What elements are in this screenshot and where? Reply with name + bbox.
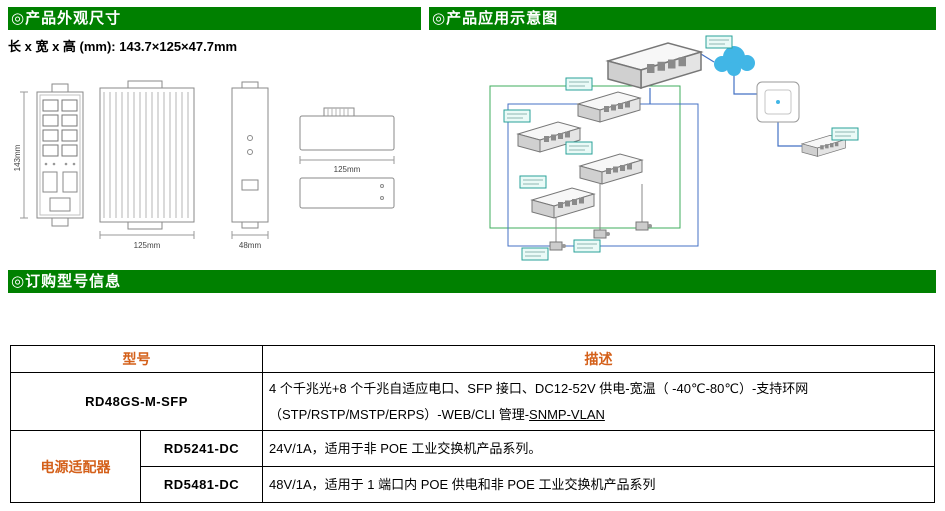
device-label-chip	[565, 77, 593, 91]
model-desc-line1: 4 个千兆光+8 个千兆自适应电口、SFP 接口、DC12-52V 供电-宽温（…	[269, 380, 809, 396]
dim-top-width-label: 125mm	[334, 165, 361, 174]
section-header-ordering: ◎订购型号信息	[8, 270, 936, 293]
device-label-chip	[573, 239, 601, 253]
edge-switch-3d	[579, 153, 643, 185]
ordering-table: 型号 描述 RD48GS-M-SFP 4 个千兆光+8 个千兆自适应电口、SFP…	[10, 345, 935, 503]
device-label-chip	[831, 127, 859, 141]
depth-dimension	[99, 231, 195, 239]
dimensions-text: 长 x 宽 x 高 (mm): 143.7×125×47.7mm	[8, 39, 238, 54]
ip-camera-icon	[593, 229, 611, 239]
ip-camera-icon	[635, 221, 653, 231]
section-title-ordering: ◎订购型号信息	[11, 273, 122, 290]
front-view-drawing: 143mm	[13, 83, 84, 227]
side-view-drawing: 125mm	[99, 80, 195, 250]
core-switch-3d	[607, 42, 702, 89]
device-label-chip	[705, 35, 733, 49]
dim-depth-label: 125mm	[134, 241, 161, 250]
uplink-lines	[649, 53, 802, 147]
description-cell: 4 个千兆光+8 个千兆自适应电口、SFP 接口、DC12-52V 供电-宽温（…	[262, 372, 935, 431]
end-view-drawing: 48mm	[231, 81, 269, 250]
section-title-application: ◎产品应用示意图	[432, 10, 559, 27]
section-title-appearance: ◎产品外观尺寸	[11, 10, 122, 27]
height-dimension	[20, 91, 28, 219]
technical-drawings: 143mm 125mm	[13, 80, 395, 250]
section-header-appearance: ◎产品外观尺寸	[8, 7, 421, 30]
dim-width-label: 48mm	[239, 241, 262, 250]
model-desc-line2-underlined-text: SNMP-VLAN	[529, 406, 605, 422]
edge-switch-3d	[531, 187, 595, 219]
table-row: RD5481-DC 48V/1A，适用于 1 端口内 POE 供电和非 POE …	[11, 466, 935, 503]
model-cell: RD5241-DC	[140, 430, 263, 467]
width-dimension	[231, 231, 269, 239]
edge-switch-3d	[577, 91, 641, 123]
model-desc-line2: （STP/RSTP/MSTP/ERPS）-WEB/CLI 管理-SNMP-VLA…	[269, 402, 928, 428]
drop-lines	[555, 184, 643, 244]
top-view-drawing: 125mm	[299, 107, 395, 209]
section-header-application: ◎产品应用示意图	[429, 7, 936, 30]
device-label-chip	[521, 247, 549, 261]
table-header-row: 型号 描述	[10, 345, 935, 373]
top-width-dimension	[299, 156, 395, 164]
device-label-chip	[565, 141, 593, 155]
model-cell: RD5481-DC	[140, 466, 263, 503]
model-cell: RD48GS-M-SFP	[10, 372, 263, 431]
table-row: 电源适配器 RD5241-DC 24V/1A，适用于非 POE 工业交换机产品系…	[10, 430, 935, 503]
dim-height-label: 143mm	[13, 144, 22, 171]
wireless-ap-box	[756, 81, 800, 123]
device-label-chip	[503, 109, 531, 123]
column-header-model: 型号	[10, 345, 263, 373]
model-desc-line2-text: （STP/RSTP/MSTP/ERPS）-WEB/CLI 管理-	[269, 406, 530, 422]
description-cell: 48V/1A，适用于 1 端口内 POE 供电和非 POE 工业交换机产品系列	[262, 466, 935, 503]
device-label-chip	[519, 175, 547, 189]
description-cell: 24V/1A，适用于非 POE 工业交换机产品系列。	[262, 430, 935, 467]
column-header-description: 描述	[262, 345, 935, 373]
cloud-icon	[714, 46, 755, 76]
application-diagram	[489, 35, 859, 261]
group-cell-power-adapter: 电源适配器	[10, 430, 141, 503]
table-row: RD48GS-M-SFP 4 个千兆光+8 个千兆自适应电口、SFP 接口、DC…	[10, 372, 935, 431]
ip-camera-icon	[549, 241, 567, 251]
